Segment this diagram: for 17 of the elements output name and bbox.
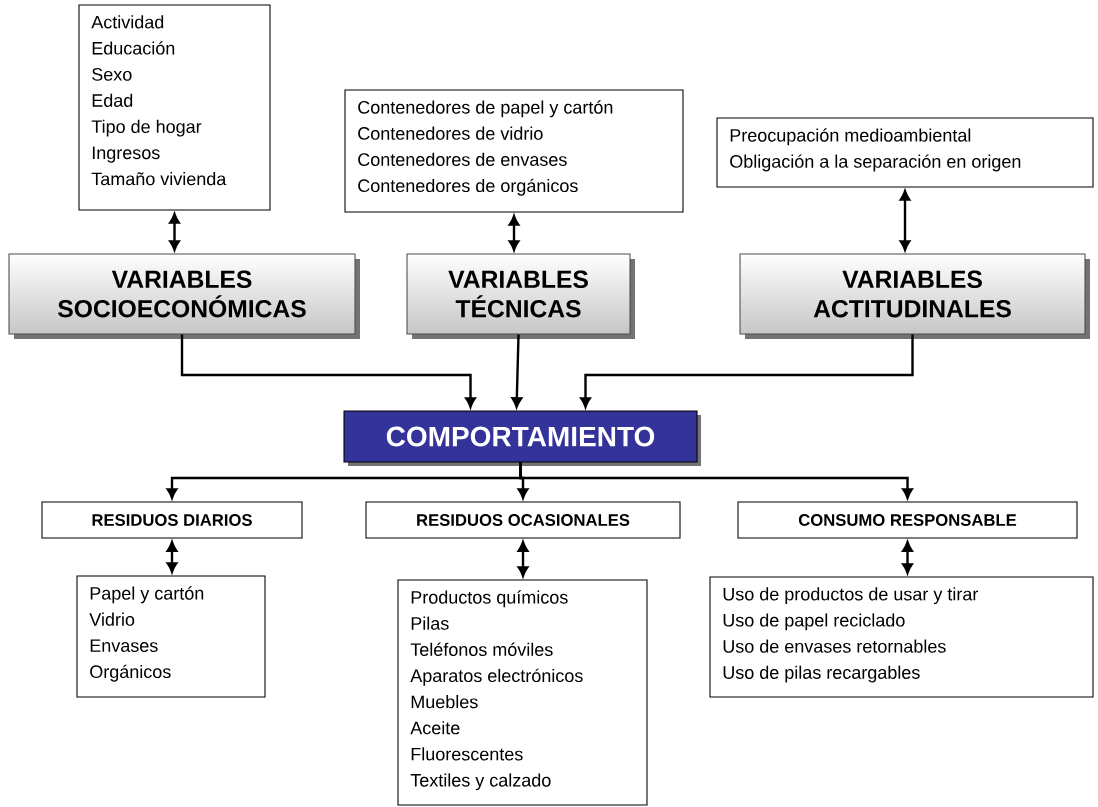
arrow xyxy=(508,215,520,251)
category-box: CONSUMO RESPONSABLE xyxy=(737,501,1078,539)
list-box: Preocupación medioambiental Obligación a la separación en origen xyxy=(716,117,1094,188)
variable-box: VARIABLES ACTITUDINALES xyxy=(739,253,1090,339)
arrow xyxy=(899,190,911,251)
category-box: RESIDUOS OCASIONALES xyxy=(365,501,681,539)
list-box: Actividad Educación Sexo Edad Tipo de hogar Ingresos Tamaño vivienda xyxy=(78,4,271,211)
list-box: Papel y cartón Vidrio Envases Orgánicos xyxy=(76,575,266,698)
main-concept-box: COMPORTAMIENTO xyxy=(343,410,701,466)
arrow xyxy=(166,541,178,573)
list-box: Uso de productos de usar y tirar Uso de papel reciclado Uso de envases retornables Uso de pilas recargables xyxy=(709,576,1094,698)
list-box: Contenedores de papel y cartón Contenedores de vidrio Contenedores de envases Contenedores de orgánicos xyxy=(344,89,684,213)
arrow xyxy=(517,541,529,577)
variable-box: VARIABLES TÉCNICAS xyxy=(406,253,635,339)
list-box: Productos químicos Pilas Teléfonos móviles Aparatos electrónicos Muebles Aceite Fluorescentes Textiles y calzado xyxy=(397,579,648,806)
variable-box: VARIABLES SOCIOECONÓMICAS xyxy=(8,253,360,339)
category-box: RESIDUOS DIARIOS xyxy=(41,501,303,539)
